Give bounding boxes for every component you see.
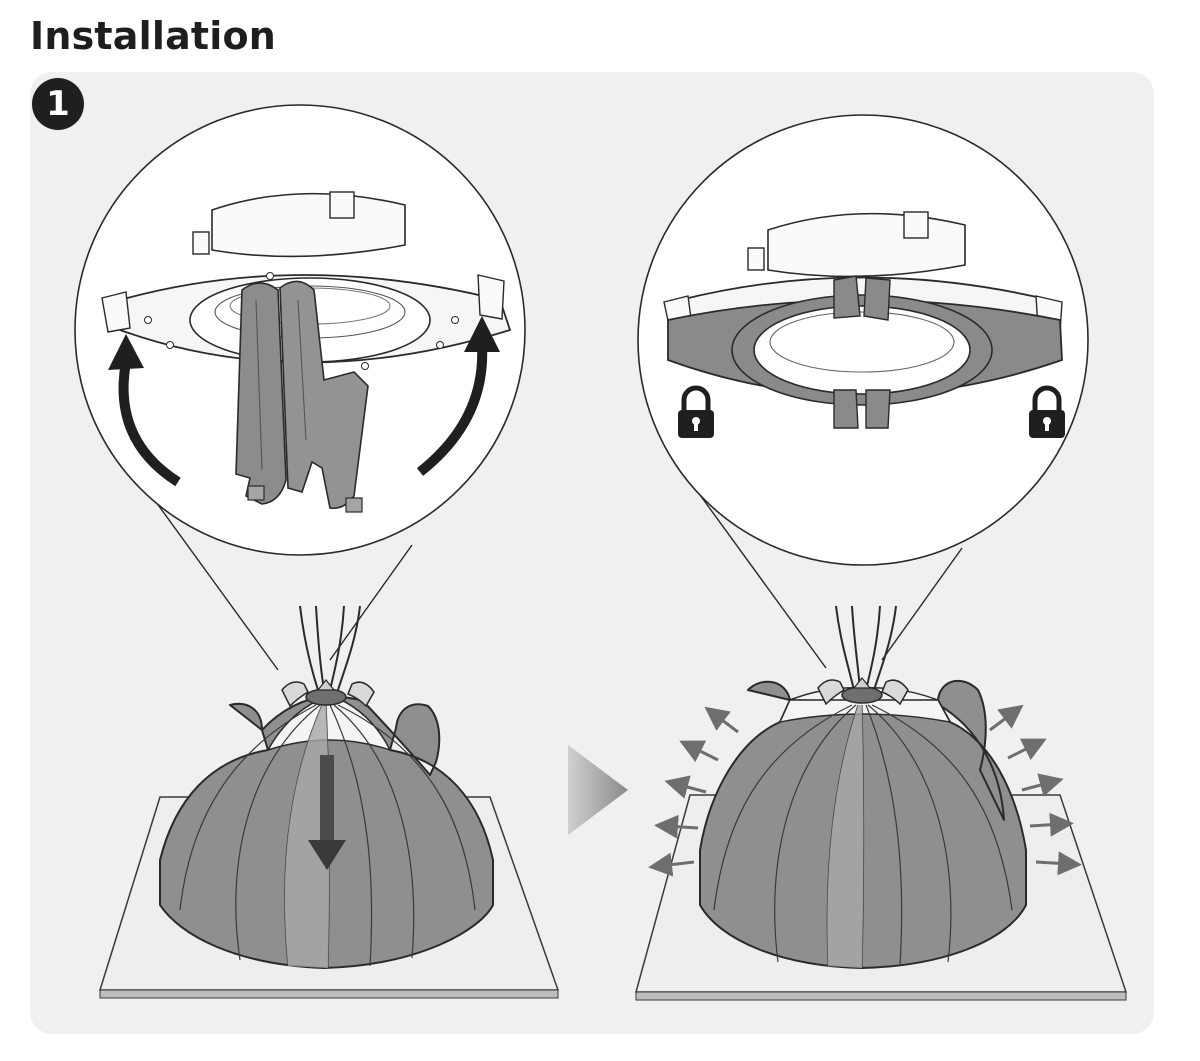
right-scene: [635, 114, 1128, 1001]
padlock-icon: [1029, 385, 1065, 438]
left-callout-lines: [139, 479, 413, 671]
right-softbox-dome: [699, 677, 1027, 969]
outward-arrows: [648, 704, 1082, 877]
left-hanging-arms: [235, 280, 369, 513]
left-scene: [74, 104, 560, 999]
right-support-rods: [835, 605, 897, 691]
step-number-badge: 1: [32, 78, 84, 130]
down-arrow-icon: [308, 755, 346, 870]
right-callout-lines: [699, 494, 963, 669]
triangle-arrow-right-icon: [568, 745, 628, 835]
right-speedring-locked: [663, 211, 1063, 429]
left-support-rods: [299, 605, 361, 691]
rotate-up-arrows: [108, 316, 500, 487]
page-title: Installation: [30, 14, 277, 58]
padlock-icon: [678, 385, 714, 438]
